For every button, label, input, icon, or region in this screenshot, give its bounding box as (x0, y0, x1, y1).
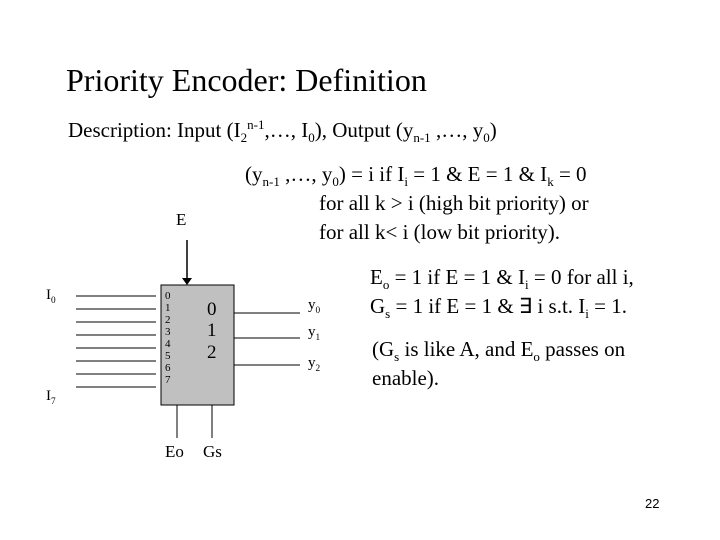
box-input-2: 2 (165, 314, 171, 326)
slide-title: Priority Encoder: Definition (66, 62, 427, 98)
input-lines (76, 295, 156, 388)
gs-equation: Gs = 1 if E = 1 & ∃ i s.t. Ii = 1. (370, 294, 627, 322)
eo-equation: Eo = 1 if E = 1 & Ii = 0 for all i, (370, 265, 634, 293)
box-input-0: 0 (165, 290, 171, 302)
note-block: (Gs is like A, and Eo passes on enable). (372, 335, 625, 393)
note-line-1: (Gs is like A, and Eo passes on (372, 337, 626, 365)
note-line-2: enable). (372, 366, 440, 390)
description-line: Description: Input (I2n-1,…, I0), Output… (68, 117, 497, 146)
output-lines (234, 312, 300, 366)
definition-line-3: for all k< i (low bit priority). (319, 220, 561, 244)
definition-block: (yn-1 ,…, y0) = i if Ii = 1 & E = 1 & Ik… (245, 160, 589, 247)
definition-line-1: (yn-1 ,…, y0) = i if Ii = 1 & E = 1 & Ik… (245, 162, 587, 190)
output-label-y0: y0 (308, 297, 321, 316)
box-input-7: 7 (165, 374, 171, 386)
output-label-y2: y2 (308, 355, 321, 374)
definition-line-2: for all k > i (high bit priority) or (319, 191, 589, 215)
box-input-1: 1 (165, 302, 171, 314)
equations-block: Eo = 1 if E = 1 & Ii = 0 for all i, Gs =… (370, 263, 634, 321)
page-number: 22 (645, 496, 660, 511)
box-output-2: 2 (207, 342, 217, 363)
enable-label: E (176, 210, 187, 229)
encoder-box (160, 284, 235, 406)
input-label-top: I0 (46, 287, 56, 306)
box-input-5: 5 (165, 350, 171, 362)
box-input-4: 4 (165, 338, 171, 350)
enable-arrowhead (182, 278, 192, 285)
input-label-bottom: I7 (46, 388, 56, 407)
output-label-y1: y1 (308, 324, 321, 343)
gs-label: Gs (203, 442, 222, 461)
box-output-0: 0 (207, 299, 217, 320)
box-output-1: 1 (207, 320, 217, 341)
eo-label: Eo (165, 442, 184, 461)
box-input-3: 3 (165, 326, 171, 338)
box-input-6: 6 (165, 362, 171, 374)
